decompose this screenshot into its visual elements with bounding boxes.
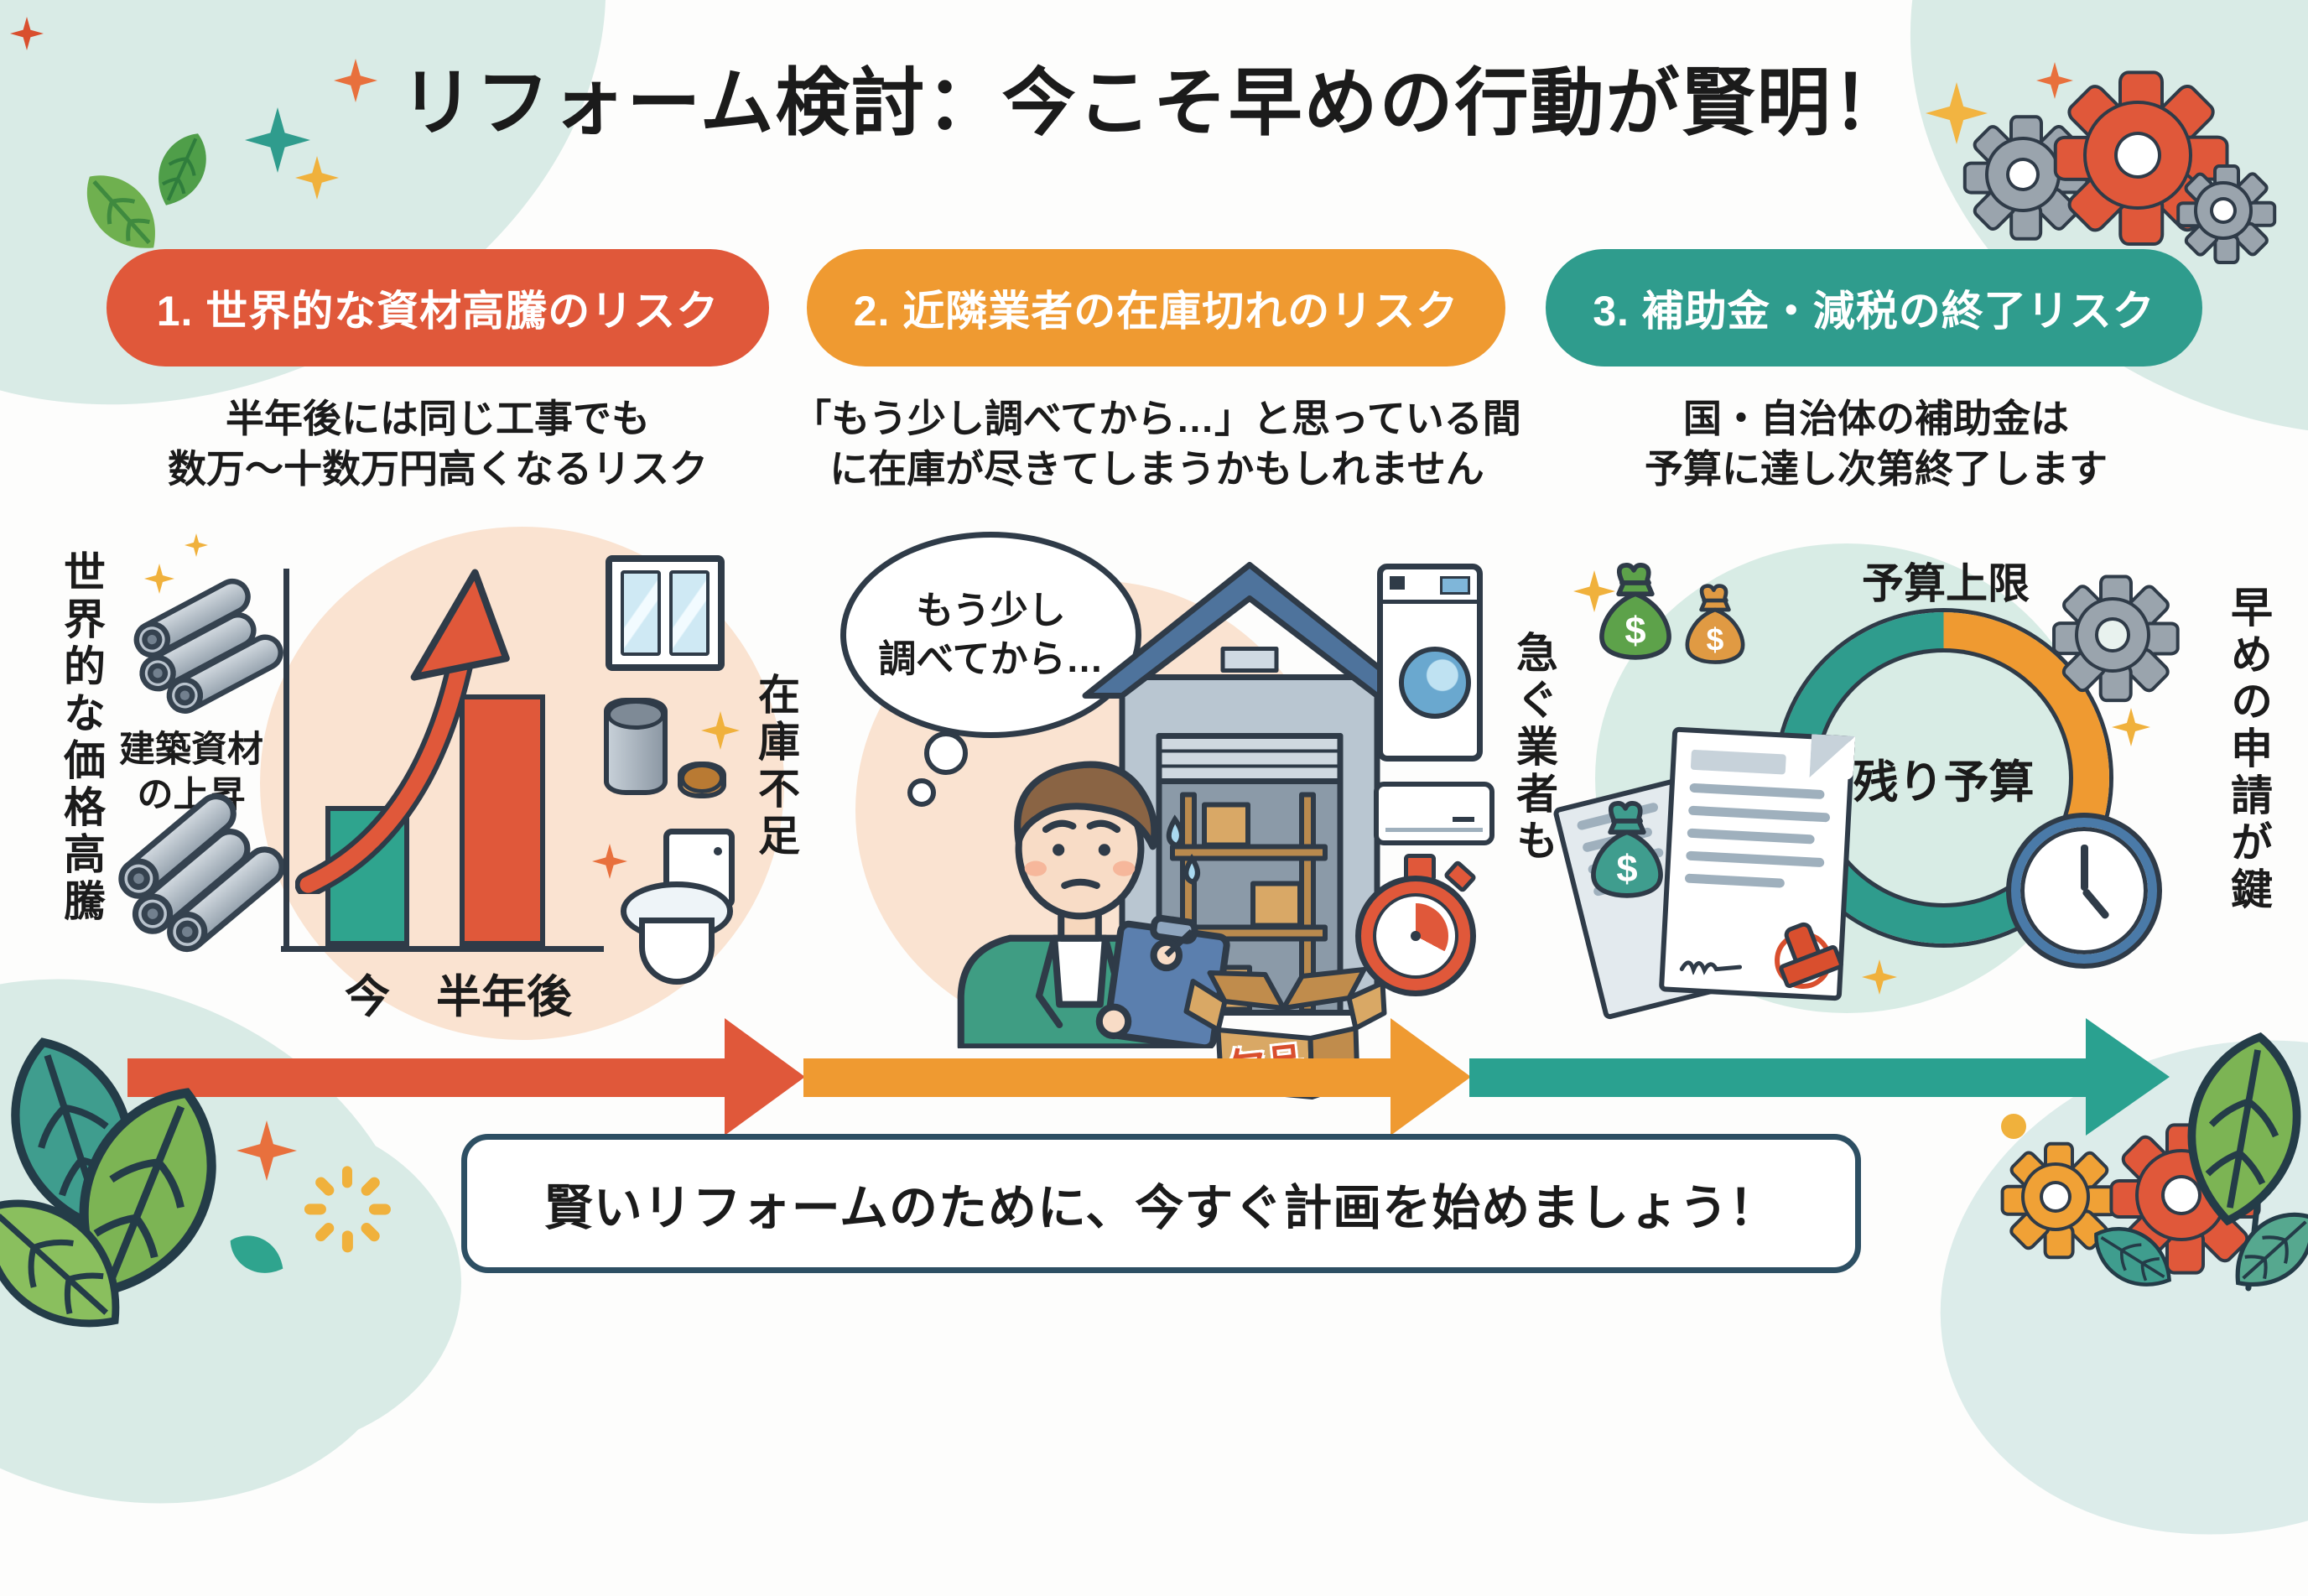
signature-squiggle <box>1679 960 1743 976</box>
cylinder-material-icon <box>604 698 668 795</box>
risk2-side-label: 在庫不足 <box>752 673 799 860</box>
cta-text: 賢いリフォームのために、今すぐ計画を始めましょう！ <box>543 1181 1779 1235</box>
risk3-header-label: 3. 補助金・減税の終了リスク <box>1593 288 2155 335</box>
gear-icon <box>1963 115 2089 241</box>
money-bag-icon <box>1679 580 1751 669</box>
sunburst-icon <box>304 1166 391 1253</box>
risk2-description: 「もう少し調べてから…」と思っている間 に在庫が尽きてしまうかもしれません <box>793 397 1521 491</box>
cta-banner: 賢いリフォームのために、今すぐ計画を始めましょう！ <box>461 1134 1861 1273</box>
remaining-budget-label: 残り予算 <box>1853 757 2035 808</box>
small-cylinder-icon <box>678 762 726 798</box>
risk2-illustration: 在庫不足 もう少し 調べてから… <box>746 520 1501 1100</box>
timeline-arrowhead-red <box>725 1018 805 1136</box>
risk1-side-label: 世界的な価格高騰 <box>58 550 105 926</box>
risk1-header-label: 1. 世界的な資材高騰のリスク <box>156 288 720 335</box>
thought-bubble: もう少し 調べてから… <box>840 532 1141 738</box>
chart-x-axis <box>281 946 604 952</box>
steel-pipes-icon <box>111 564 296 733</box>
tick-halfyear: 半年後 <box>436 972 572 1022</box>
timeline-arrow-orange <box>803 1058 1391 1097</box>
risk1-header-pill: 1. 世界的な資材高騰のリスク <box>107 249 769 367</box>
thought-bubble-tail <box>907 778 936 807</box>
clock-icon <box>2011 818 2157 964</box>
money-bag-icon <box>1592 560 1679 664</box>
gear-icon <box>2053 70 2229 247</box>
risk1-description: 半年後には同じ工事でも 数万〜十数万円高くなるリスク <box>168 397 708 491</box>
air-conditioner-icon <box>1374 782 1494 845</box>
window-icon <box>606 555 725 671</box>
risk2-header-pill: 2. 近隣業者の在庫切れのリスク <box>807 249 1505 367</box>
timeline-arrowhead-teal <box>2086 1018 2170 1136</box>
risk3-illustration: 急ぐ業者も 早めの申請が鍵 予算上限 残り予算 <box>1501 520 2281 1065</box>
gear-icon <box>2176 164 2277 264</box>
dot-decor <box>2001 1114 2026 1139</box>
washing-machine-icon <box>1377 564 1483 762</box>
risk2-header-label: 2. 近隣業者の在庫切れのリスク <box>853 288 1459 335</box>
timeline-arrowhead-orange <box>1391 1018 1471 1136</box>
sparkle-icon <box>2112 708 2150 746</box>
toilet-icon <box>621 829 735 985</box>
sparkle-icon <box>185 533 208 557</box>
risk3-header-pill: 3. 補助金・減税の終了リスク <box>1546 249 2202 367</box>
risk1-illustration: 世界的な価格高騰 建築資材 の上昇 今 半年後 <box>50 520 788 1065</box>
page-title: リフォーム検討：今こそ早めの行動が賢明！ <box>400 61 1908 144</box>
rising-arrow-icon <box>295 569 510 894</box>
money-bag-icon <box>1583 797 1671 904</box>
timeline-arrow-teal <box>1469 1058 2086 1097</box>
chart-y-axis <box>283 569 289 952</box>
gear-icon <box>2000 1141 2118 1259</box>
gear-icon <box>2052 574 2180 702</box>
timeline-arrow-red <box>127 1058 725 1097</box>
thought-bubble-tail <box>924 731 968 775</box>
bar-halfyear <box>460 694 545 946</box>
sparkle-icon <box>144 564 174 594</box>
document-stamp-icon <box>1658 726 1856 1001</box>
budget-cap-label: 予算上限 <box>1862 560 2030 607</box>
risk3-description: 国・自治体の補助金は 予算に達し次第終了します <box>1645 397 2108 491</box>
tick-now: 今 <box>345 972 390 1022</box>
stopwatch-icon <box>1355 854 1479 996</box>
risk3-side-label-left: 急ぐ業者も <box>1510 631 1557 866</box>
risk3-side-label-right: 早めの申請が鍵 <box>2225 585 2272 914</box>
